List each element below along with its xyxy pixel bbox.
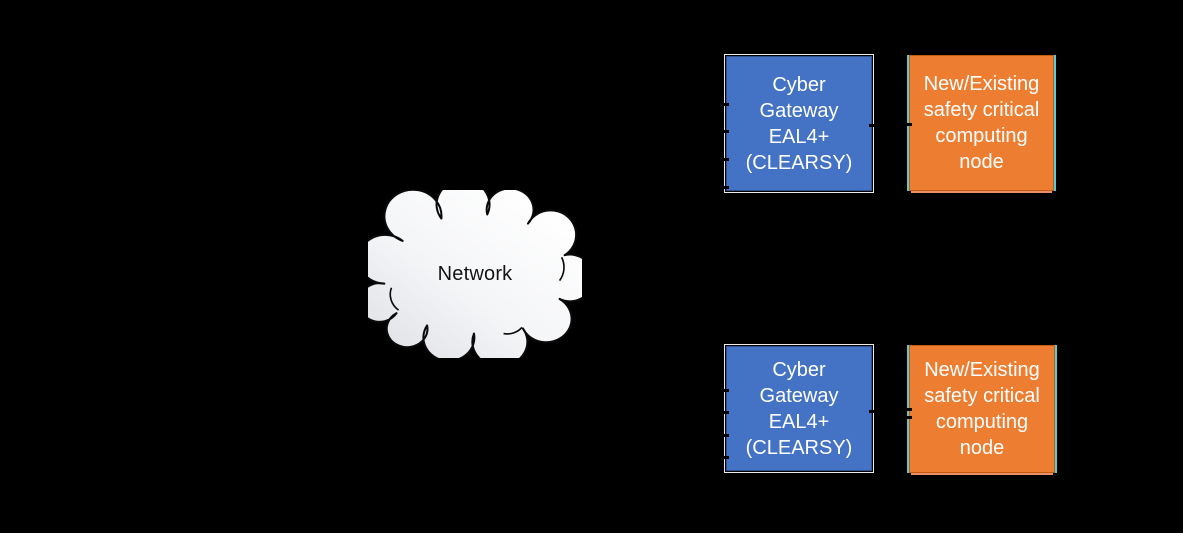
gateway-label-line: (CLEARSY): [745, 151, 853, 174]
gateway-label-line: (CLEARSY): [745, 436, 853, 459]
node-label-line: node: [959, 437, 1005, 459]
connector-stub: [722, 158, 729, 161]
connector-stub: [722, 411, 729, 414]
gateway-label-line: Gateway: [759, 384, 839, 407]
gateway-label-line: EAL4+: [768, 410, 830, 433]
gateway-label-line: Cyber: [772, 73, 826, 96]
node-label-line: computing: [935, 125, 1028, 147]
cyber-gateway-box-bottom: Cyber Gateway EAL4+ (CLEARSY): [722, 344, 876, 473]
cyber-gateway-box-top: Cyber Gateway EAL4+ (CLEARSY): [722, 54, 876, 193]
node-label-line: New/Existing: [923, 73, 1040, 95]
connector-stub: [722, 434, 729, 437]
safety-node-box-top: New/Existing safety critical computing n…: [905, 55, 1056, 191]
gateway-label-line: Cyber: [772, 358, 826, 381]
cloud-inner-arc-left: [389, 287, 400, 311]
cloud-inner-arc-right: [558, 256, 565, 282]
connector-stub: [722, 389, 729, 392]
connector-stub: [722, 103, 729, 106]
safety-node-box-bottom: New/Existing safety critical computing n…: [905, 345, 1057, 473]
node-label-line: New/Existing: [924, 359, 1040, 381]
connector-stub: [905, 123, 912, 126]
network-cloud-shape: [368, 190, 582, 358]
connector-stub: [722, 130, 729, 133]
node-label-line: safety critical: [924, 385, 1040, 407]
node-label-line: safety critical: [923, 99, 1040, 121]
network-cloud-label: Network: [437, 263, 513, 285]
connector-stub: [905, 416, 912, 419]
connector-stub: [869, 124, 876, 127]
connector-stub: [869, 410, 876, 413]
node-label-line: computing: [935, 411, 1029, 433]
gateway-label-line: EAL4+: [768, 125, 830, 148]
connector-stub: [722, 186, 729, 189]
connector-stub: [722, 456, 729, 459]
cloud-outline: [368, 190, 582, 358]
cloud-inner-arc-bottom: [503, 326, 523, 335]
connector-stub: [905, 408, 912, 411]
gateway-label-line: Gateway: [759, 99, 839, 122]
node-label-line: node: [959, 151, 1004, 173]
